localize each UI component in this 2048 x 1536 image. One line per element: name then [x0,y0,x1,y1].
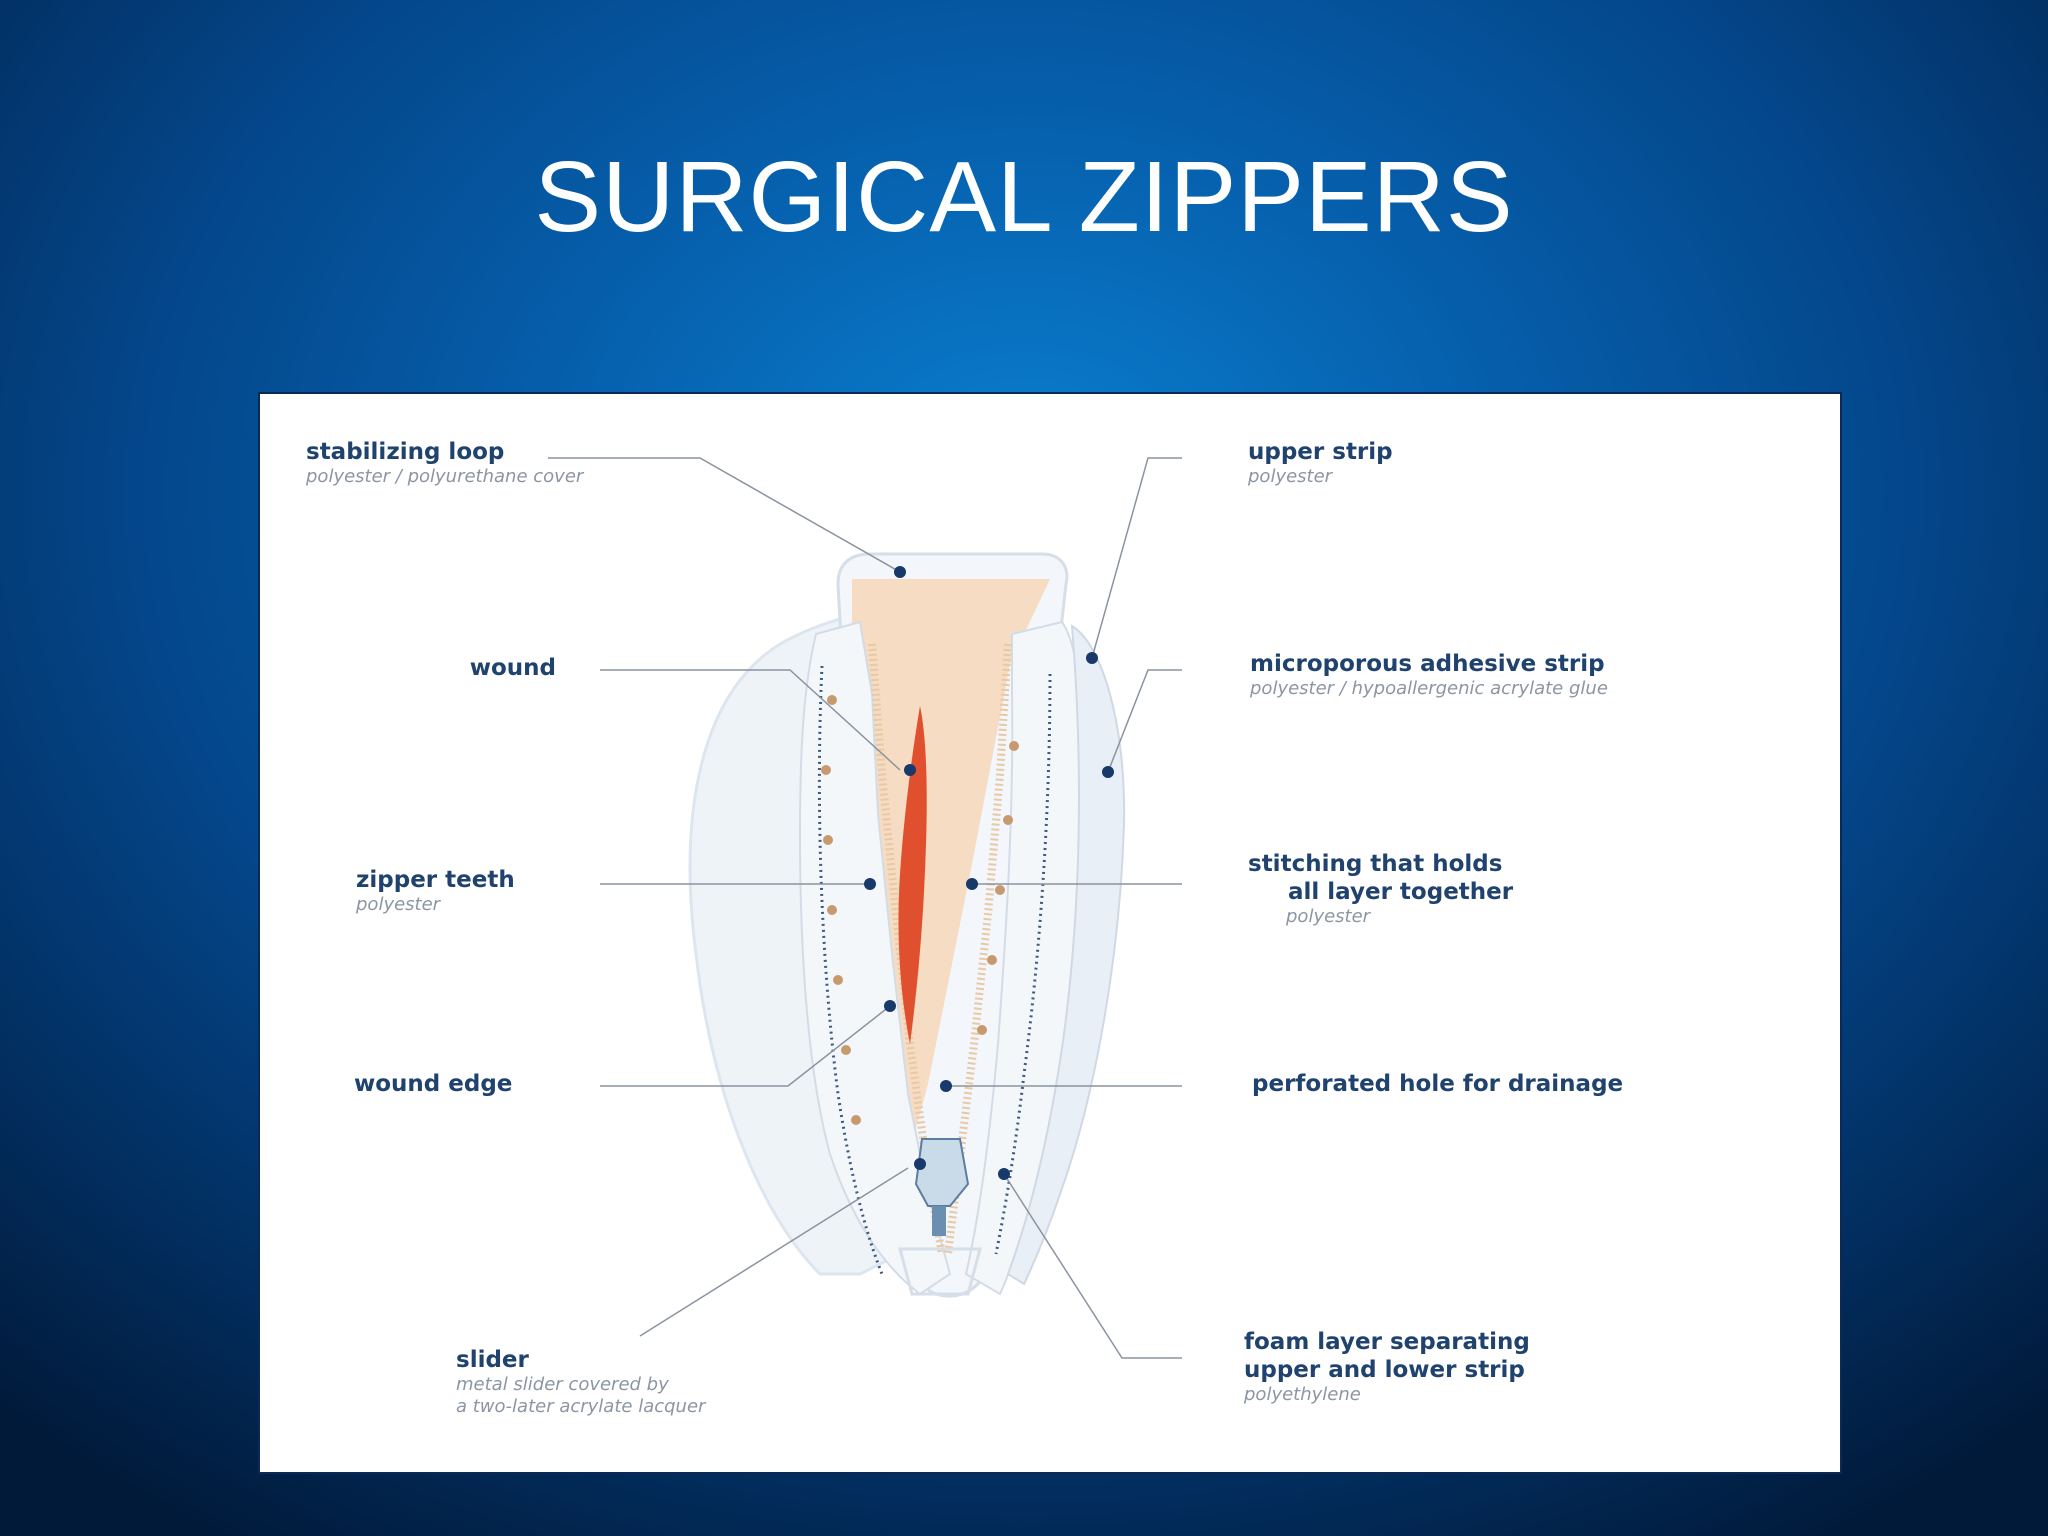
slider-pull [932,1206,946,1236]
wound-shape [898,706,927,1044]
wound-title: wound [469,655,556,681]
stabilizing-loop-material: polyester / polyurethane cover [306,466,584,487]
upper-strip-shape [1006,624,1126,1286]
label-perforated-hole: perforated hole for drainage [1252,1070,1623,1098]
perforation-holes [821,695,1019,1125]
adhesive-strip-material: polyester / hypoallergenic acrylate glue [1250,678,1608,699]
adhesive-strip-title: microporous adhesive strip [1250,651,1605,677]
stitching-title-2: all layer together [1288,879,1514,905]
zipper-teeth-material: polyester [356,894,441,915]
label-slider: slider metal slider covered by a two-lat… [456,1346,705,1418]
diagram-panel: stabilizing loop polyester / polyurethan… [258,392,1842,1474]
foam-layer-title-1: foam layer separating [1244,1329,1530,1355]
slider-material-2: a two-later acrylate lacquer [456,1396,706,1417]
perforated-hole-title: perforated hole for drainage [1252,1071,1624,1097]
label-foam-layer: foam layer separating upper and lower st… [1244,1328,1530,1406]
slider-shape [914,1138,970,1207]
slider-loop [898,1247,982,1296]
slider-material-1: metal slider covered by [456,1374,669,1395]
upper-strip-title: upper strip [1248,439,1393,465]
slide-title: SURGICAL ZIPPERS [534,141,1514,253]
zipper-illustration [548,457,1182,1359]
label-stabilizing-loop: stabilizing loop polyester / polyurethan… [306,438,583,488]
slider-title: slider [456,1347,529,1373]
upper-strip-material: polyester [1248,466,1333,487]
foam-layer-material: polyethylene [1244,1384,1361,1405]
foam-layer-title-2: upper and lower strip [1244,1357,1525,1383]
leader-lines [548,457,1182,1359]
wound-edge-title: wound edge [354,1071,513,1097]
callout-dots [864,566,1114,1180]
label-wound-edge: wound edge [354,1070,512,1098]
label-adhesive-strip: microporous adhesive strip polyester / h… [1250,650,1608,700]
right-stitching [994,673,1052,1255]
label-zipper-teeth: zipper teeth polyester [356,866,515,916]
zipper-teeth-title: zipper teeth [356,867,515,893]
label-stitching: stitching that holds all layer together … [1248,850,1513,928]
stitching-material: polyester [1286,906,1371,927]
stabilizing-loop-title: stabilizing loop [306,439,505,465]
label-wound: wound [400,654,556,682]
stitching-title-1: stitching that holds [1248,851,1503,877]
label-upper-strip: upper strip polyester [1248,438,1393,488]
